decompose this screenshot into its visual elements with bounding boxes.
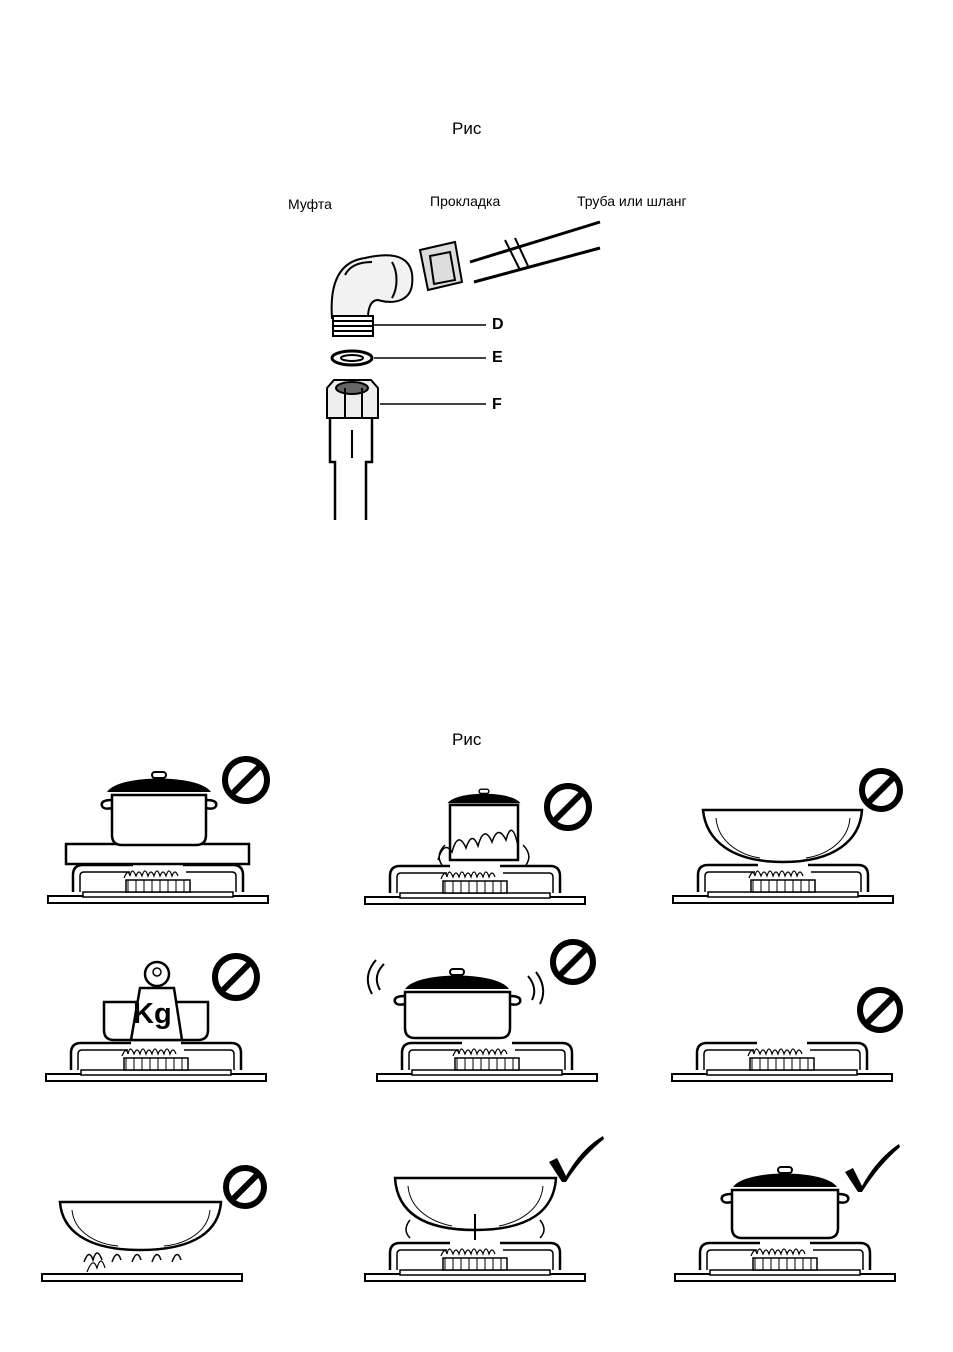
panel-3 (673, 810, 893, 903)
prohibited-icon (862, 771, 900, 809)
checkmark-icon (549, 1136, 604, 1182)
panel-9 (675, 1167, 895, 1281)
checkmark-icon (845, 1144, 900, 1192)
prohibited-icon (553, 942, 593, 982)
panel-2 (365, 789, 585, 904)
panel-6 (672, 1043, 892, 1081)
prohibited-icon (226, 1168, 264, 1206)
prohibited-icon (860, 990, 900, 1030)
panel-7 (42, 1202, 242, 1281)
prohibited-icon (547, 786, 589, 828)
checkmark-icons (549, 1136, 900, 1192)
weight-label: Kg (133, 998, 172, 1031)
prohibited-icon (225, 759, 267, 801)
panel-8 (365, 1178, 585, 1281)
prohibited-icon (215, 956, 257, 998)
